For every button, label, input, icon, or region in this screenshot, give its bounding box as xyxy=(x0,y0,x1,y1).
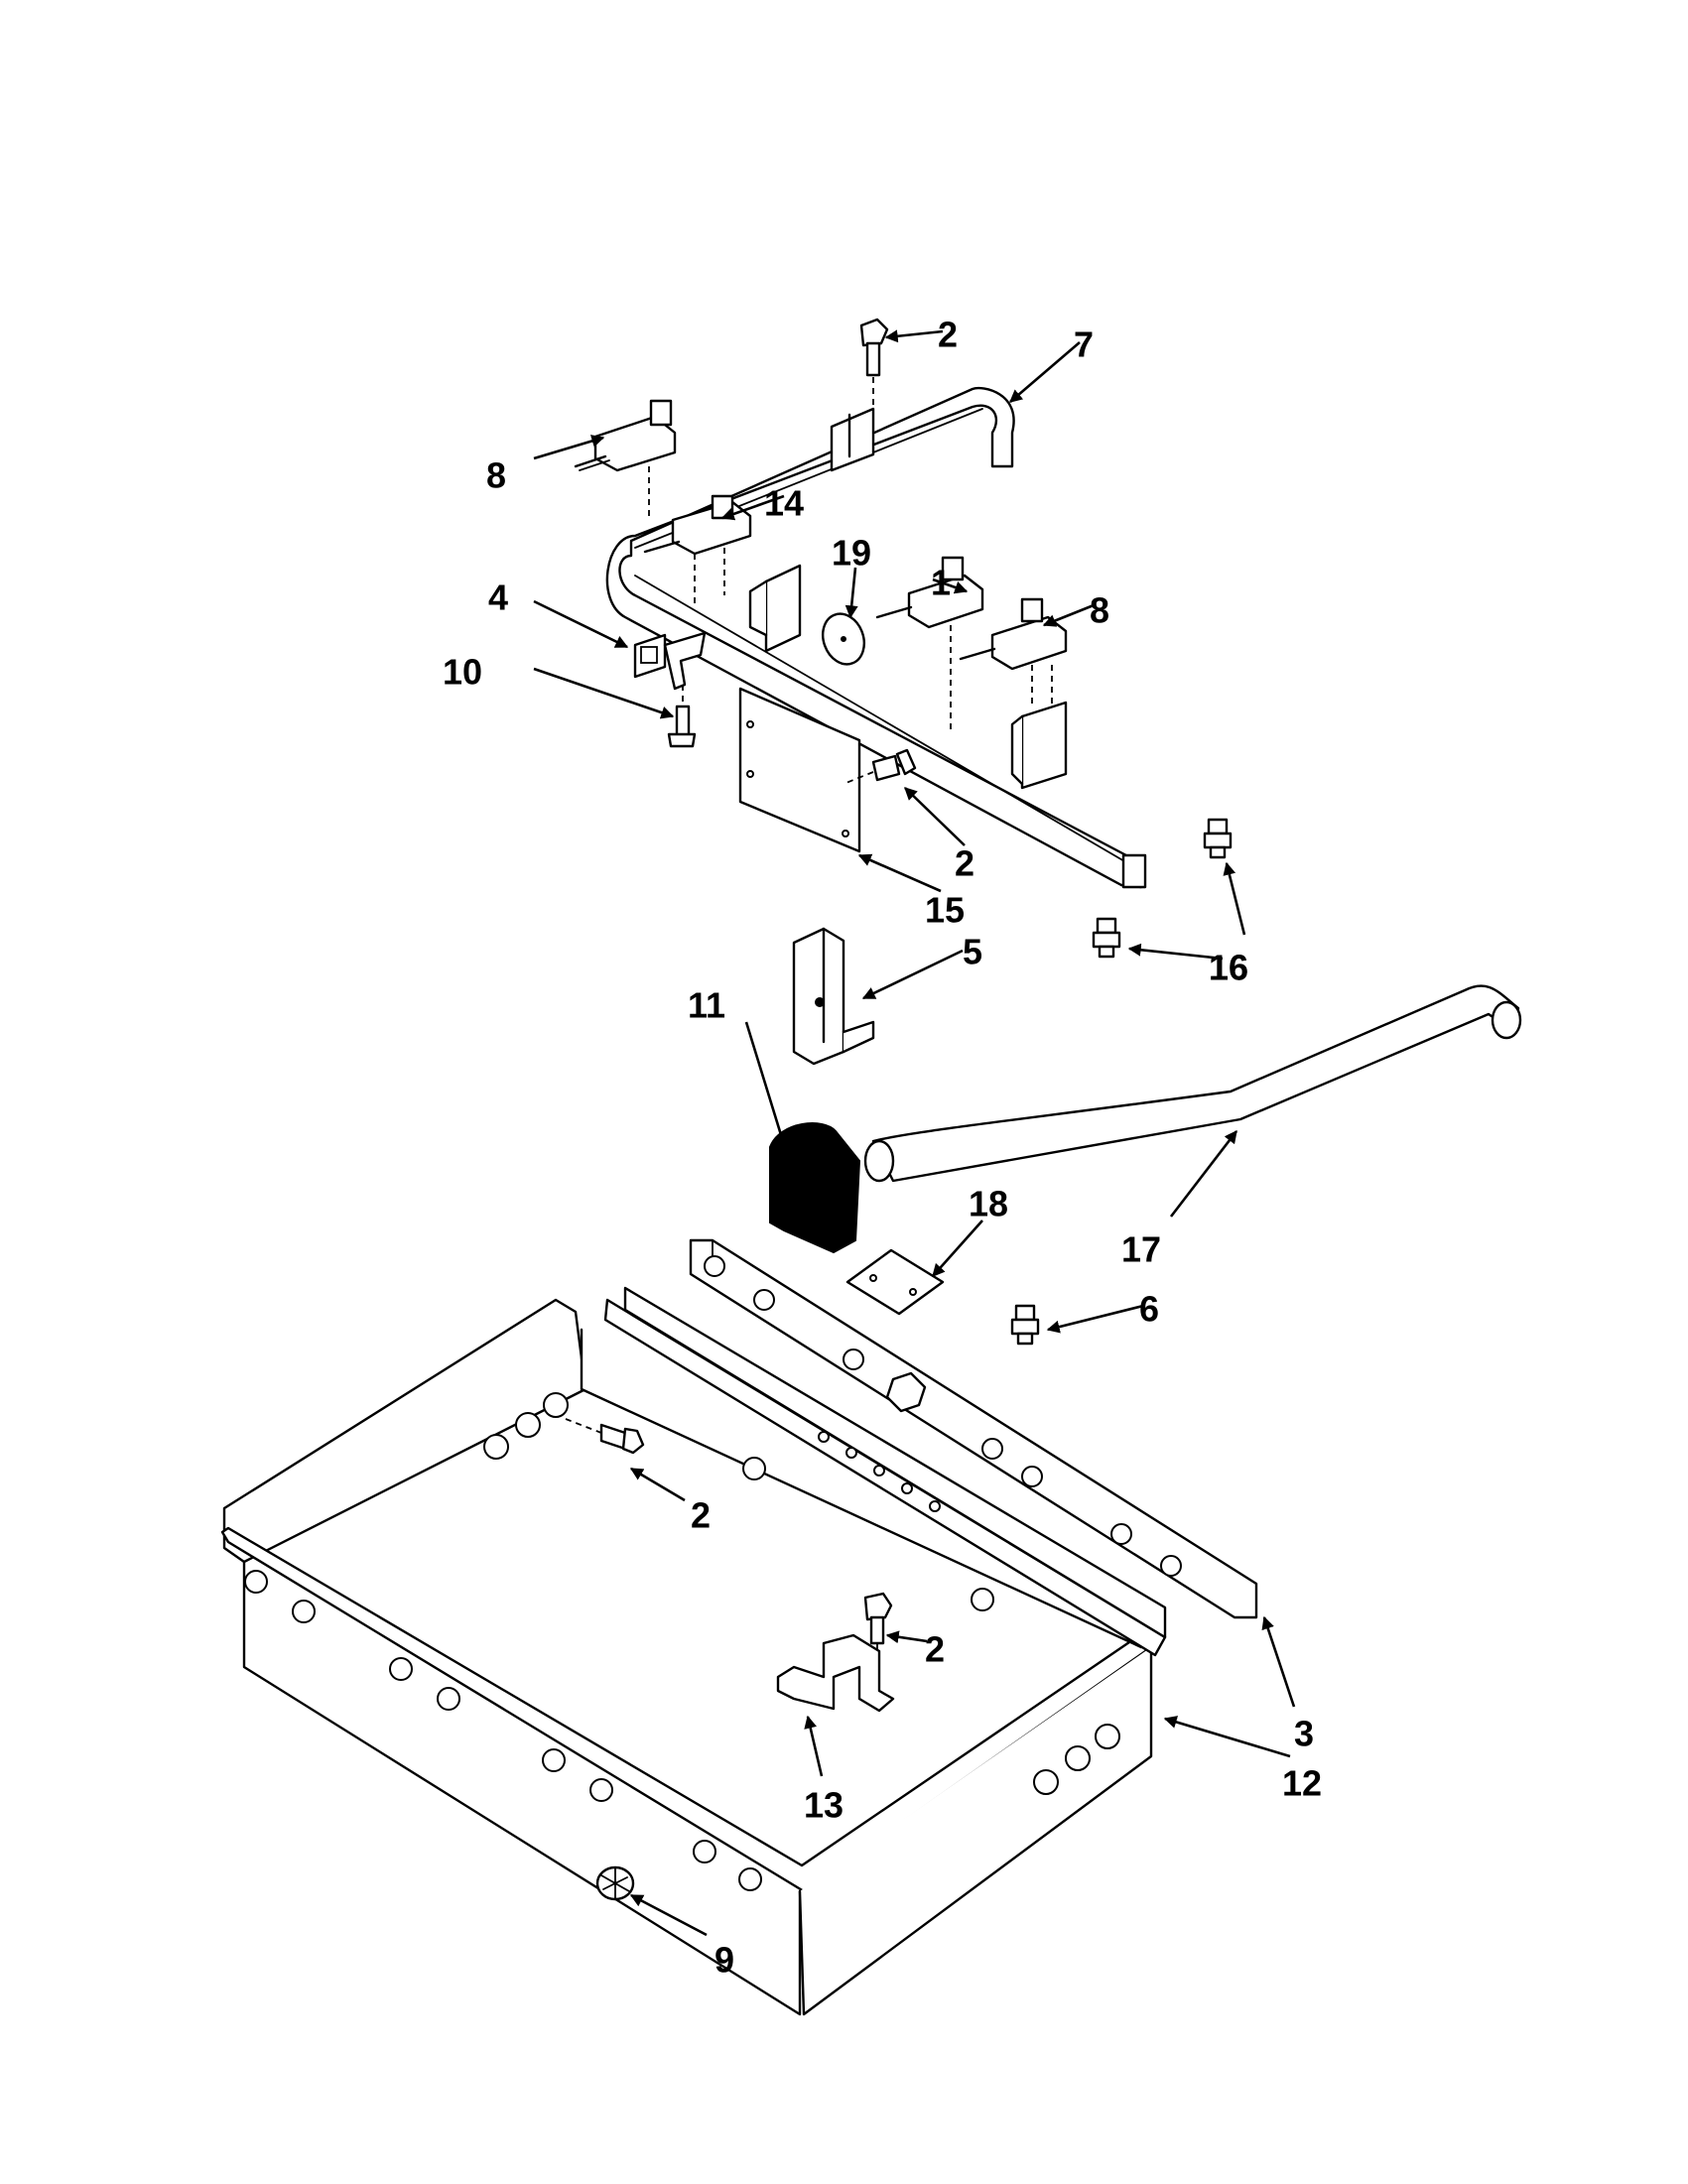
tray-part-12 xyxy=(220,1286,1167,2016)
callout-leader-15 xyxy=(857,853,942,893)
valve-part-8-right xyxy=(959,597,1068,714)
fitting-part-16-upper xyxy=(1203,818,1233,859)
pipe-part-17 xyxy=(863,984,1522,1183)
callout-label-15: 15 xyxy=(925,890,965,931)
callout-leader-16 xyxy=(1127,943,1224,961)
panel-part-3 xyxy=(689,1238,1258,1619)
callout-leader-18 xyxy=(932,1220,983,1277)
callout-leader-17 xyxy=(1169,1129,1238,1218)
callout-leader-8 xyxy=(1042,603,1095,627)
screw-part-2-tray xyxy=(565,1418,645,1455)
clip-part-4 xyxy=(633,631,707,691)
callout-leader-4 xyxy=(533,599,629,649)
callout-leader-14 xyxy=(720,494,785,521)
callout-leader-1 xyxy=(932,578,969,594)
callout-label-5: 5 xyxy=(963,932,982,972)
callout-label-3: 3 xyxy=(1294,1714,1314,1754)
disk-part-19 xyxy=(822,612,865,666)
callout-leader-10 xyxy=(533,667,675,719)
callout-label-13: 13 xyxy=(804,1785,844,1826)
callout-label-9: 9 xyxy=(714,1940,734,1981)
fitting-part-6 xyxy=(1010,1304,1040,1346)
bracket-part-13 xyxy=(776,1633,895,1713)
callout-leader-13 xyxy=(804,1715,824,1777)
callout-leader-19 xyxy=(844,567,858,619)
callout-leader-2 xyxy=(904,787,966,846)
callout-label-19: 19 xyxy=(832,533,871,574)
callout-leader-3 xyxy=(1261,1615,1296,1708)
callout-label-8: 8 xyxy=(486,455,506,496)
callout-label-16: 16 xyxy=(1209,948,1248,988)
callout-label-2: 2 xyxy=(955,843,974,884)
callout-label-2: 2 xyxy=(925,1629,945,1670)
callout-leader-2 xyxy=(885,1630,928,1644)
callout-leader-2 xyxy=(884,329,944,343)
callout-label-6: 6 xyxy=(1139,1289,1159,1330)
callout-leader-5 xyxy=(861,949,964,1000)
callout-label-1: 1 xyxy=(931,563,951,603)
callout-label-2: 2 xyxy=(691,1495,711,1536)
callout-leader-2 xyxy=(629,1467,686,1502)
fitting-part-16-lower xyxy=(1092,917,1121,959)
callout-label-8: 8 xyxy=(1090,590,1109,631)
bracket-right xyxy=(1010,701,1068,790)
callout-leader-11 xyxy=(744,1021,797,1179)
callout-label-17: 17 xyxy=(1121,1229,1161,1270)
callout-label-2: 2 xyxy=(938,315,958,355)
callout-label-18: 18 xyxy=(969,1184,1008,1224)
callout-leader-12 xyxy=(1163,1716,1291,1758)
plate-part-18 xyxy=(845,1248,945,1316)
screw-part-10 xyxy=(667,685,697,748)
screw-part-2-middle xyxy=(843,748,917,785)
callout-label-10: 10 xyxy=(443,652,482,693)
callout-leader-9 xyxy=(629,1893,708,1937)
callout-label-12: 12 xyxy=(1282,1763,1322,1804)
callout-leader-8 xyxy=(533,435,605,460)
callout-label-11: 11 xyxy=(688,985,725,1026)
callout-label-16: 16 xyxy=(1209,948,1248,988)
callout-label-14: 14 xyxy=(764,483,804,524)
screw-part-2-top xyxy=(859,318,889,427)
manifold-pipe xyxy=(605,386,1147,889)
callout-leader-16 xyxy=(1223,861,1246,936)
manifold-bracket-top xyxy=(830,407,875,472)
plate-part-15 xyxy=(738,687,861,853)
callout-label-4: 4 xyxy=(488,578,508,618)
bracket-center xyxy=(748,564,802,653)
valve-part-8-left xyxy=(574,399,677,516)
callout-label-7: 7 xyxy=(1074,324,1094,365)
cap-part-9 xyxy=(595,1865,635,1901)
callout-leader-6 xyxy=(1046,1304,1144,1334)
bracket-part-5 xyxy=(792,927,875,1066)
callout-leader-7 xyxy=(1009,341,1081,403)
